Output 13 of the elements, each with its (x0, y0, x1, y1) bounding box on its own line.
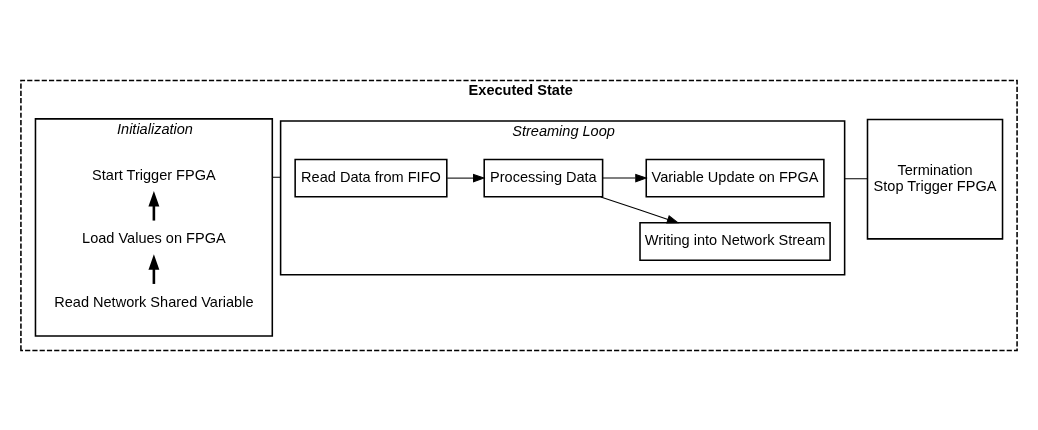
connector (271, 176, 282, 178)
node-text: Load Values on FPGA (82, 229, 226, 246)
arrow (602, 173, 648, 182)
node-box: Writing into Network Stream (639, 221, 831, 261)
arrow (446, 173, 486, 182)
arrow (600, 195, 680, 223)
node-box: Termination Stop Trigger FPGA (866, 118, 1004, 240)
connector (844, 177, 868, 179)
node-box: Processing Data (483, 158, 604, 198)
node-text: Read Network Shared Variable (54, 293, 254, 310)
node-box: Variable Update on FPGA (645, 158, 825, 198)
node-text: Start Trigger FPGA (92, 166, 216, 183)
node-box: Read Data from FIFO (294, 158, 448, 198)
